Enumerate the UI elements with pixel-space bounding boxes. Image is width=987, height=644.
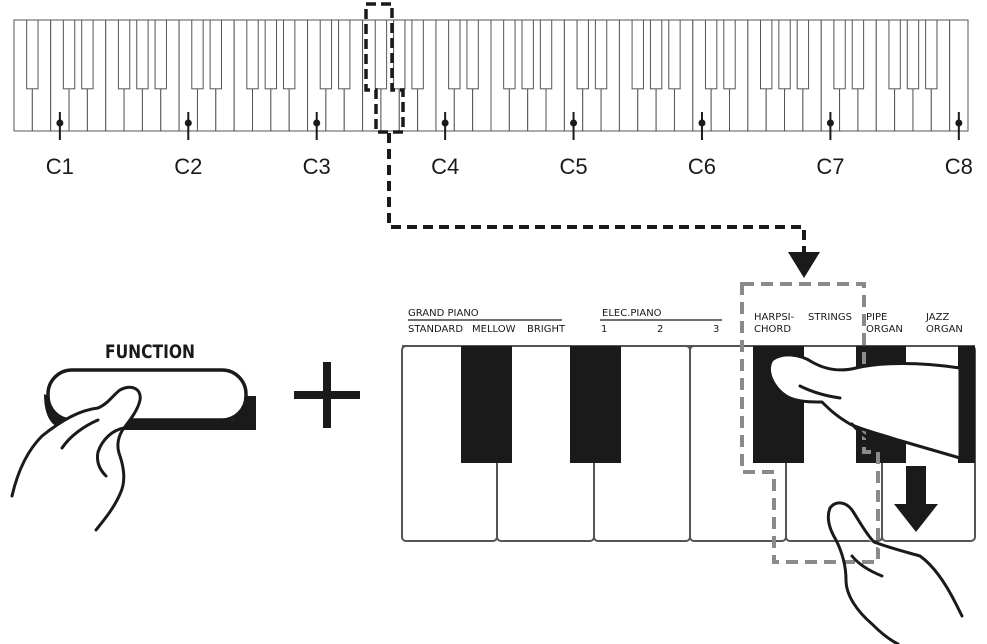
keyboard-black-key xyxy=(319,19,333,90)
harpsichord-highlight-region xyxy=(740,282,880,564)
group-label-grand-piano: GRAND PIANO xyxy=(408,308,479,319)
keyboard-black-key xyxy=(81,19,94,90)
keyboard-black-key xyxy=(760,19,773,90)
octave-markers: C1 C2 C3 C4 C5 C6 C7 C8 xyxy=(46,112,973,179)
tone-label-bright: BRIGHT xyxy=(527,324,566,335)
keyboard-black-key xyxy=(26,19,39,90)
keyboard-black-key xyxy=(503,19,516,90)
right-hand-lower-drawing xyxy=(826,501,964,644)
octave-marker-dot xyxy=(56,119,64,127)
octave-label: C6 xyxy=(688,154,716,179)
keyboard-black-key xyxy=(191,19,204,90)
tone-group-labels: GRAND PIANO STANDARD MELLOW BRIGHT ELEC.… xyxy=(408,308,963,335)
keyboard-black-key xyxy=(62,19,76,90)
octave-marker-dot xyxy=(184,119,192,127)
tone-label-elec-3: 3 xyxy=(713,324,719,335)
keyboard-black-key xyxy=(704,19,718,90)
keyboard-black-key xyxy=(631,19,644,90)
keyboard-black-key xyxy=(448,19,461,90)
octave-label: C5 xyxy=(559,154,587,179)
tone-label-jazz-organ-1: JAZZ xyxy=(925,312,949,323)
octave-marker-dot xyxy=(698,119,706,127)
enlarged-black-key xyxy=(461,346,512,463)
keyboard-black-key xyxy=(466,19,479,90)
plus-symbol xyxy=(294,362,360,428)
octave-marker-dot xyxy=(570,119,578,127)
keyboard-black-key xyxy=(833,19,846,90)
keyboard-black-key xyxy=(649,19,663,90)
keyboard-black-key xyxy=(246,19,259,90)
octave-marker-dot xyxy=(441,119,449,127)
keyboard-black-key xyxy=(796,19,810,90)
tone-label-mellow: MELLOW xyxy=(472,324,516,335)
keyboard-black-key xyxy=(594,19,608,90)
keyboard-black-key xyxy=(338,19,351,90)
keyboard-black-key xyxy=(851,19,865,90)
keyboard-black-key xyxy=(393,19,406,90)
octave-marker-dot xyxy=(955,119,963,127)
octave-label: C4 xyxy=(431,154,459,179)
keyboard-black-key xyxy=(888,19,901,90)
connector-arrow-head xyxy=(788,252,820,278)
keyboard-black-key xyxy=(154,19,167,90)
keyboard-black-key xyxy=(117,19,131,90)
press-down-arrow xyxy=(894,466,938,532)
enlarged-black-key xyxy=(570,346,621,463)
keyboard-black-key xyxy=(209,19,222,90)
octave-marker-dot xyxy=(826,119,834,127)
keyboard-black-key xyxy=(374,19,388,90)
left-hand-drawing xyxy=(10,385,142,532)
keyboard-black-key xyxy=(576,19,589,90)
connector-dashed-line xyxy=(387,133,806,252)
octave-label: C8 xyxy=(945,154,973,179)
tone-label-jazz-organ-2: ORGAN xyxy=(926,324,963,335)
tone-label-harpsichord-1: HARPSI- xyxy=(754,312,795,323)
keyboard-black-key xyxy=(778,19,791,90)
tone-label-strings: STRINGS xyxy=(808,312,852,323)
keyboard-black-key xyxy=(411,19,424,90)
octave-label: C3 xyxy=(303,154,331,179)
keyboard-black-key xyxy=(723,19,736,90)
function-button-label: FUNCTION xyxy=(105,341,195,363)
octave-label: C1 xyxy=(46,154,74,179)
tone-label-elec-2: 2 xyxy=(657,324,663,335)
enlarged-black-key xyxy=(958,346,975,463)
tone-label-standard: STANDARD xyxy=(408,324,463,335)
keyboard-black-key xyxy=(136,19,149,90)
black-keys xyxy=(26,19,938,90)
full-keyboard: C1 C2 C3 C4 C5 C6 C7 C8 xyxy=(13,19,973,179)
keyboard-black-key xyxy=(283,19,296,90)
keyboard-black-key xyxy=(264,19,278,90)
octave-label: C7 xyxy=(816,154,844,179)
keyboard-black-key xyxy=(521,19,534,90)
keyboard-black-key xyxy=(668,19,681,90)
tone-label-pipe-organ-1: PIPE xyxy=(866,312,887,323)
keyboard-black-key xyxy=(906,19,920,90)
tone-label-pipe-organ-2: ORGAN xyxy=(866,324,903,335)
keyboard-black-key xyxy=(925,19,938,90)
right-hand-upper-drawing xyxy=(767,353,962,460)
tone-label-harpsichord-2: CHORD xyxy=(754,324,791,335)
highlighted-key-outline xyxy=(364,2,405,134)
octave-label: C2 xyxy=(174,154,202,179)
tone-label-elec-1: 1 xyxy=(601,324,607,335)
octave-marker-dot xyxy=(313,119,321,127)
keyboard-black-key xyxy=(539,19,553,90)
group-label-elec-piano: ELEC.PIANO xyxy=(602,308,662,319)
